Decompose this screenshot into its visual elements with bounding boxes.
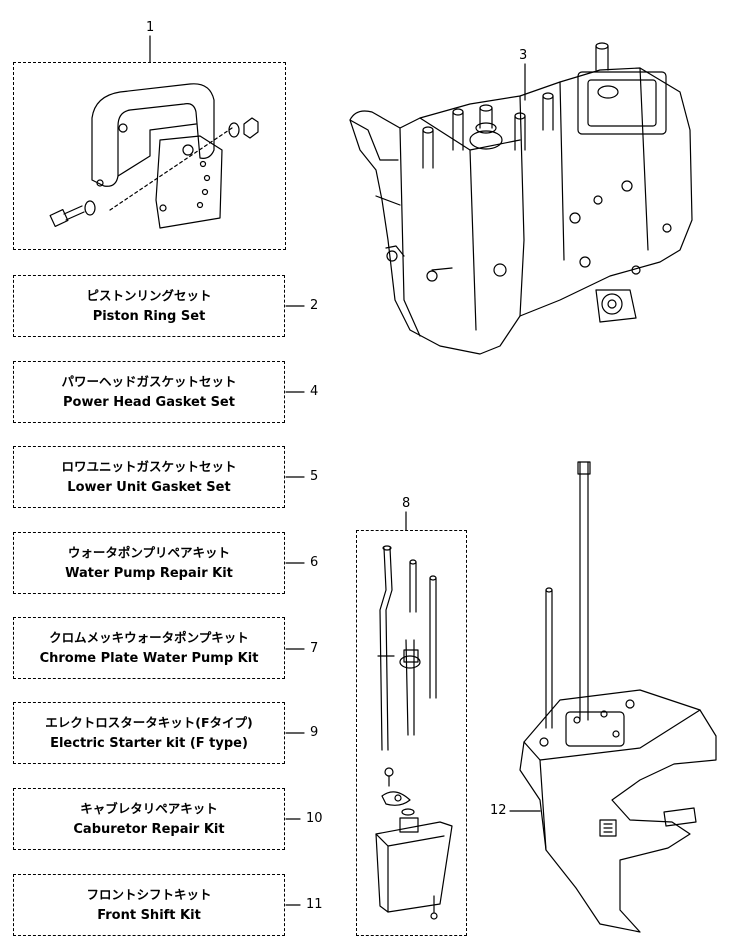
- leader-lines: [149, 35, 541, 906]
- bracket-icon: [49, 83, 259, 229]
- kit-number-10: 10: [306, 811, 323, 826]
- kit-en-label: Caburetor Repair Kit: [73, 822, 225, 837]
- kit-number-6: 6: [310, 555, 319, 570]
- kit-jp-label: ピストンリングセット: [86, 288, 212, 303]
- kit-jp-label: エレクトロスタータキット(Fタイプ): [45, 715, 253, 730]
- lower-unit-icon: [519, 461, 717, 933]
- kit-carburetor-repair-kit: キャブレタリペアキット Caburetor Repair Kit: [13, 788, 285, 850]
- kit-piston-ring-set: ピストンリングセット Piston Ring Set: [13, 275, 285, 337]
- kit-jp-label: ウォータポンプリペアキット: [67, 545, 231, 560]
- kit-lower-unit-gasket-set: ロワユニットガスケットセット Lower Unit Gasket Set: [13, 446, 285, 508]
- kit-power-head-gasket-set: パワーヘッドガスケットセット Power Head Gasket Set: [13, 361, 285, 423]
- callout-8: 8: [402, 496, 411, 511]
- shift-rod-kit-icon: [375, 545, 453, 920]
- callout-3: 3: [519, 48, 528, 63]
- kit-en-label: Chrome Plate Water Pump Kit: [39, 651, 259, 666]
- kit-jp-label: クロムメッキウォータポンプキット: [49, 630, 249, 645]
- kit-electric-starter-kit: エレクトロスタータキット(Fタイプ) Electric Starter kit …: [13, 702, 285, 764]
- part-8-frame: [356, 530, 467, 936]
- kit-number-11: 11: [306, 897, 323, 912]
- kit-en-label: Piston Ring Set: [92, 309, 206, 324]
- power-head-icon: [349, 42, 693, 355]
- kit-jp-label: フロントシフトキット: [86, 887, 212, 902]
- kit-chrome-plate-water-pump-kit: クロムメッキウォータポンプキット Chrome Plate Water Pump…: [13, 617, 285, 679]
- kit-en-label: Front Shift Kit: [97, 908, 201, 923]
- kit-jp-label: ロワユニットガスケットセット: [61, 459, 237, 474]
- kit-water-pump-repair-kit: ウォータポンプリペアキット Water Pump Repair Kit: [13, 532, 285, 594]
- kit-en-label: Electric Starter kit (F type): [50, 736, 248, 751]
- kit-en-label: Power Head Gasket Set: [63, 395, 235, 410]
- kit-en-label: Water Pump Repair Kit: [65, 566, 233, 581]
- kit-number-2: 2: [310, 298, 319, 313]
- callout-1: 1: [146, 20, 155, 35]
- kit-number-4: 4: [310, 384, 319, 399]
- kit-number-9: 9: [310, 725, 319, 740]
- kit-front-shift-kit: フロントシフトキット Front Shift Kit: [13, 874, 285, 936]
- part-1-frame: [13, 62, 286, 250]
- kit-jp-label: パワーヘッドガスケットセット: [61, 374, 237, 389]
- kit-number-7: 7: [310, 641, 319, 656]
- kit-number-5: 5: [310, 469, 319, 484]
- kit-jp-label: キャブレタリペアキット: [80, 801, 218, 816]
- callout-12: 12: [490, 803, 507, 818]
- kit-en-label: Lower Unit Gasket Set: [67, 480, 231, 495]
